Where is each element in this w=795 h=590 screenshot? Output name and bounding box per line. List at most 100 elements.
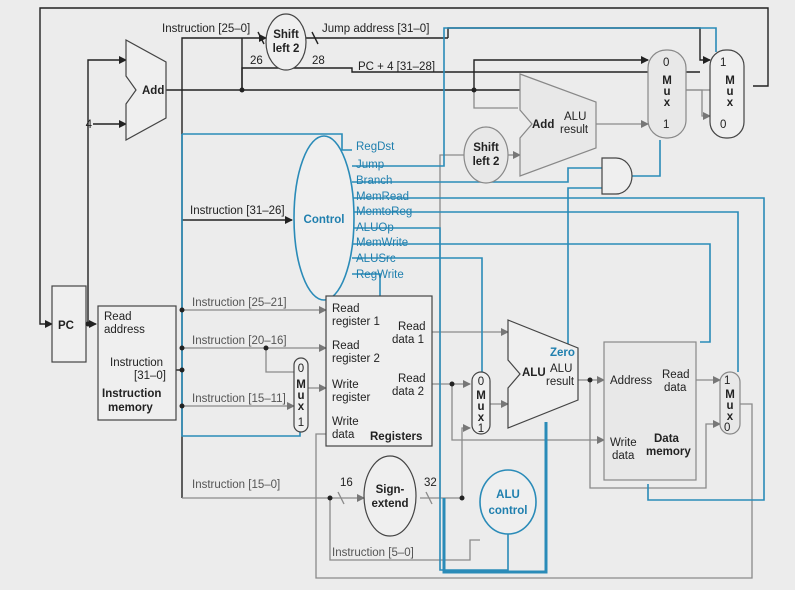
control-unit: Control	[293, 135, 355, 301]
label-instr-15-11: Instruction [15–11]	[192, 393, 286, 405]
control-signal-labels: RegDst Jump Branch MemRead MemtoReg ALUO…	[356, 141, 412, 281]
mux-alusrc-m: M	[476, 390, 486, 402]
signal-aluop: ALUOp	[356, 222, 394, 234]
mux-jump-m: M	[725, 75, 735, 87]
shift-left-2-branch: Shift left 2	[463, 126, 509, 184]
mux-jump-1: 1	[720, 57, 726, 69]
signal-regwrite: RegWrite	[356, 269, 404, 281]
reg-wr-b: register	[332, 392, 371, 404]
dm-address: Address	[610, 375, 652, 387]
alu-result-b: result	[546, 376, 575, 388]
mux-memtoreg: 1 M u x 0	[719, 371, 741, 435]
label-instr-5-0: Instruction [5–0]	[332, 547, 414, 559]
sign-extend: Sign- extend	[363, 455, 417, 537]
mux-alusrc-0: 0	[478, 376, 484, 388]
signal-alusrc: ALUSrc	[356, 253, 396, 265]
mux-regdst-m: M	[296, 379, 306, 391]
reg-rd2-b: data 2	[392, 386, 424, 398]
control-wires	[181, 27, 765, 574]
reg-rd1-b: data 1	[392, 334, 424, 346]
alu-control-b: control	[489, 505, 528, 517]
label-instr-25-21: Instruction [25–21]	[192, 297, 287, 309]
label-w16: 16	[340, 477, 353, 489]
mux-alusrc-u: u	[477, 401, 484, 413]
alu-control-a: ALU	[496, 489, 520, 501]
im-title-b: memory	[108, 402, 153, 414]
dm-title-b: memory	[646, 446, 691, 458]
dm-write-a: Write	[610, 437, 637, 449]
signal-memtoreg: MemtoReg	[356, 206, 412, 218]
reg-rr1-b: register 1	[332, 316, 380, 328]
reg-wr-a: Write	[332, 379, 359, 391]
control-label: Control	[304, 214, 345, 226]
dm-read-b: data	[664, 382, 687, 394]
mux-branch-u: u	[663, 86, 670, 98]
signal-jump: Jump	[356, 159, 384, 171]
im-read-address-b: address	[104, 324, 145, 336]
mux-regdst-0: 0	[298, 363, 304, 375]
reg-wd-a: Write	[332, 416, 359, 428]
mux-memtoreg-m: M	[725, 389, 735, 401]
label-instr-31-26: Instruction [31–26]	[190, 205, 285, 217]
mux-branch-1: 1	[663, 119, 669, 131]
label-w32: 32	[424, 477, 437, 489]
im-read-address-a: Read	[104, 311, 132, 323]
im-title-a: Instruction	[102, 388, 161, 400]
mux-alusrc-1: 1	[478, 423, 484, 435]
mux-branch-m: M	[662, 75, 672, 87]
reg-rr2-b: register 2	[332, 353, 380, 365]
register-file: Read register 1 Read register 2 Write re…	[325, 295, 433, 447]
pc-adder: Add	[125, 38, 167, 142]
sign-extend-b: extend	[371, 498, 408, 510]
label-instr-15-0: Instruction [15–0]	[192, 479, 280, 491]
mux-regdst-u: u	[297, 390, 304, 402]
junction-dots	[85, 87, 593, 501]
im-instr-b: [31–0]	[134, 370, 166, 382]
alu-result-a: ALU	[550, 363, 572, 375]
branch-add-result-a: ALU	[564, 111, 586, 123]
label-w26: 26	[250, 55, 263, 67]
branch-adder: Add ALU result	[519, 73, 597, 177]
signal-regdst: RegDst	[356, 141, 395, 153]
mux-jump-x: x	[727, 97, 734, 109]
branch-add-label: Add	[532, 119, 554, 131]
label-instr-20-16: Instruction [20–16]	[192, 335, 287, 347]
shift-branch-b: left 2	[473, 156, 500, 168]
label-jump-address: Jump address [31–0]	[322, 23, 429, 35]
reg-rd1-a: Read	[398, 321, 426, 333]
alu-control: ALU control	[479, 469, 537, 535]
shift-jump-a: Shift	[273, 29, 299, 41]
reg-wd-b: data	[332, 429, 355, 441]
branch-and-gate	[601, 157, 633, 195]
label-w28: 28	[312, 55, 325, 67]
dm-read-a: Read	[662, 369, 690, 381]
constant-four: 4	[86, 119, 93, 131]
mux-regdst-1: 1	[298, 417, 304, 429]
gray-wires	[182, 89, 753, 579]
reg-rr2-a: Read	[332, 340, 360, 352]
mux-regdst-x: x	[298, 401, 305, 413]
branch-add-result-b: result	[560, 124, 589, 136]
signal-memwrite: MemWrite	[356, 237, 408, 249]
mux-regdst: 0 M u x 1	[293, 357, 309, 433]
mux-alusrc: 0 M u x 1	[471, 371, 491, 435]
shift-left-2-jump: Shift left 2	[265, 13, 307, 71]
reg-rd2-a: Read	[398, 373, 426, 385]
dm-title-a: Data	[654, 433, 680, 445]
pc-register: PC	[51, 285, 87, 363]
pc-label: PC	[58, 320, 74, 332]
sign-extend-a: Sign-	[376, 484, 405, 496]
signal-memread: MemRead	[356, 191, 409, 203]
label-pc-plus-4: PC + 4 [31–28]	[358, 61, 435, 73]
mux-jump-u: u	[726, 86, 733, 98]
alu-main-label: ALU	[522, 367, 546, 379]
reg-rr1-a: Read	[332, 303, 360, 315]
mux-branch: 0 M u x 1	[647, 49, 687, 139]
im-instr-a: Instruction	[110, 357, 163, 369]
mux-memtoreg-x: x	[727, 411, 734, 423]
pc-adder-label: Add	[142, 85, 164, 97]
mux-alusrc-x: x	[478, 412, 485, 424]
shift-jump-b: left 2	[273, 43, 300, 55]
mux-memtoreg-0: 0	[724, 422, 730, 434]
